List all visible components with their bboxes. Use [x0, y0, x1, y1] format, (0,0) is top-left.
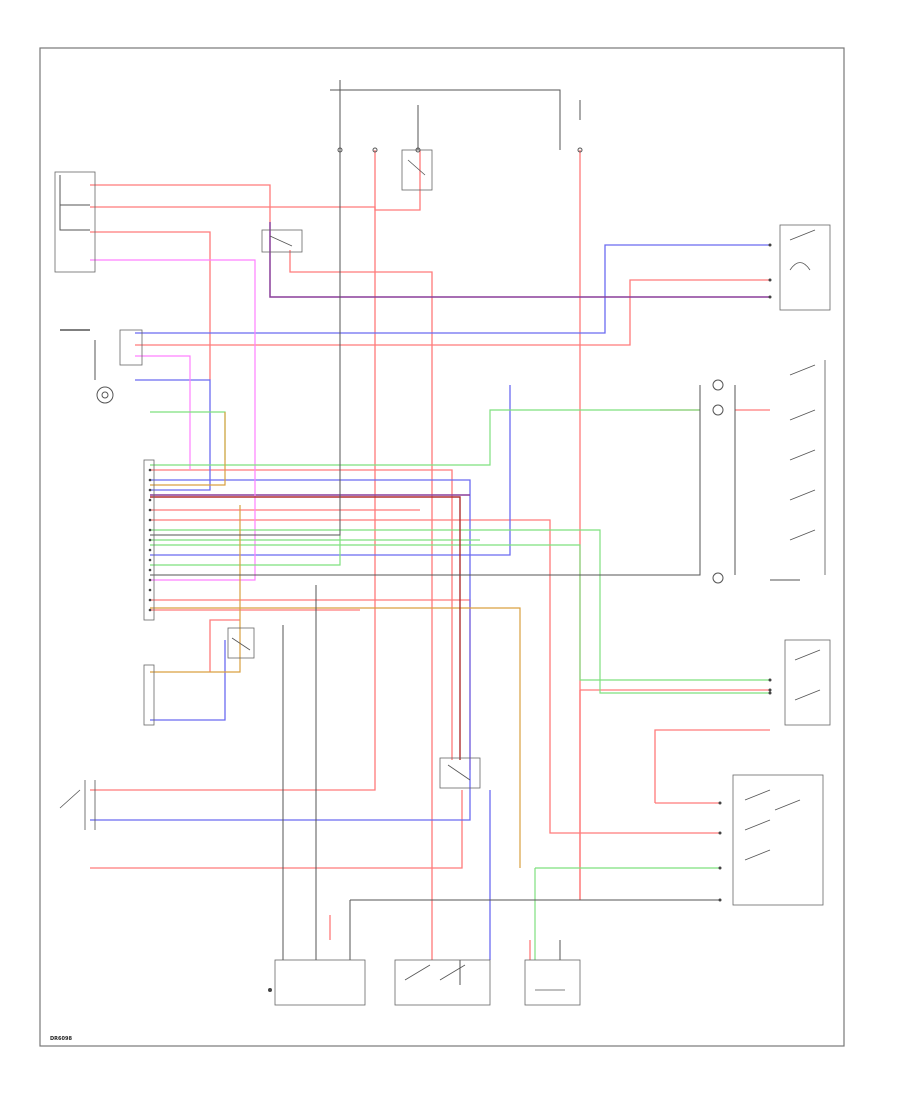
center-relay — [439, 757, 481, 789]
black-wires — [59, 80, 800, 985]
red-wires — [90, 150, 770, 960]
darkred-wires — [150, 496, 461, 760]
right-switch-middle — [712, 360, 826, 584]
purple-wires — [150, 222, 770, 496]
pink-wires — [90, 259, 256, 581]
left-lower-switches — [59, 780, 96, 830]
bottom-components — [268, 959, 581, 1006]
top-relays — [337, 147, 583, 191]
relay-left — [261, 229, 303, 253]
right-switch-upper — [779, 224, 831, 311]
blue-wires — [90, 244, 770, 960]
left-connectors — [54, 171, 143, 404]
green-wires — [150, 409, 770, 960]
diagram-border — [39, 47, 845, 1047]
cruise-main-switch — [732, 774, 824, 906]
right-switch-lower — [784, 639, 831, 726]
connector-dots — [148, 243, 772, 902]
cluster-connector — [143, 459, 255, 726]
footer-code: DR6098 — [50, 1036, 72, 1042]
orange-wires — [150, 412, 521, 868]
